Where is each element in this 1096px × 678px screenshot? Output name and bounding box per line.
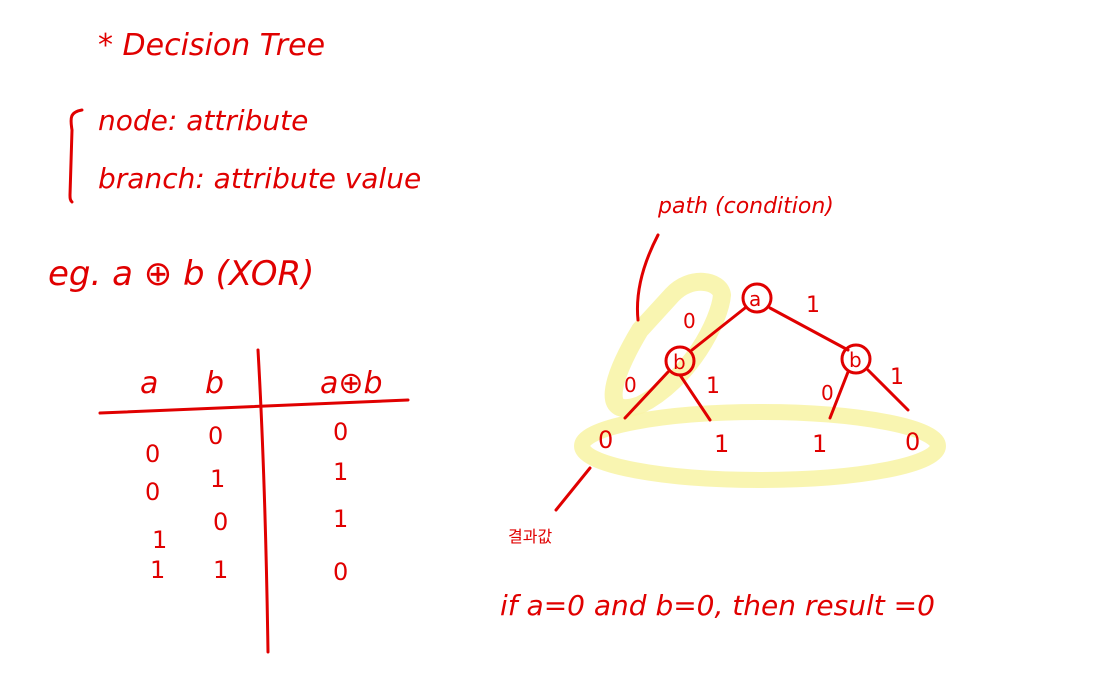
right-node [840, 343, 872, 375]
leaf-annotation: 결과값 [508, 527, 552, 546]
definition-brace [68, 108, 84, 204]
edge-label: 0 [683, 309, 696, 333]
tree-edge [623, 370, 670, 420]
leaves-highlight [574, 404, 946, 488]
right-node-label: b [849, 348, 862, 372]
tree-edge [828, 370, 850, 420]
table-cell: 0 [333, 558, 348, 586]
table-header-b: b [205, 366, 224, 401]
tree-edge [768, 306, 850, 352]
path-highlight [604, 272, 731, 418]
leaf-node: 1 [714, 430, 729, 458]
tree-edge [866, 368, 910, 412]
edge-label: 0 [624, 373, 637, 397]
left-node [664, 345, 696, 377]
leaf-node: 0 [598, 426, 613, 454]
table-cell: 0 [208, 422, 223, 450]
title-text: * Decision Tree [98, 28, 325, 63]
leaf-node: 0 [905, 428, 920, 456]
edge-label: 1 [806, 293, 820, 318]
table-cell: 0 [145, 440, 160, 468]
truth-table: a b a⊕b 0 0 0 0 1 1 1 0 1 1 1 0 [98, 348, 410, 654]
edge-label: 1 [706, 374, 720, 399]
table-header-xor: a⊕b [320, 366, 383, 401]
table-header-a: a [140, 366, 158, 401]
left-node-label: b [673, 350, 686, 374]
table-cell: 0 [145, 478, 160, 506]
root-node [741, 282, 773, 314]
table-cell: 1 [333, 505, 348, 533]
leaf-node: 1 [812, 430, 827, 458]
edge-label: 1 [890, 365, 904, 390]
table-cell: 1 [150, 556, 165, 584]
table-cell: 1 [213, 556, 228, 584]
condition-text: if a=0 and b=0, then result =0 [500, 589, 935, 622]
tree-edge [678, 373, 712, 422]
table-cell: 0 [333, 418, 348, 446]
table-column-rule [256, 348, 270, 654]
table-cell: 1 [210, 465, 225, 493]
example-text: eg. a ⊕ b (XOR) [48, 254, 314, 294]
path-annotation: path (condition) [657, 194, 834, 219]
table-header-rule [98, 398, 410, 415]
table-cell: 1 [152, 526, 167, 554]
branch-definition: branch: attribute value [98, 162, 421, 195]
node-definition: node: attribute [98, 104, 308, 137]
tree-edge [690, 306, 747, 352]
root-node-label: a [749, 287, 761, 311]
decision-tree: a 0 1 b 0 1 b 0 1 0 1 1 0 [598, 282, 920, 458]
table-cell: 0 [213, 508, 228, 536]
path-annotation-pointer [635, 233, 660, 322]
edge-label: 0 [821, 381, 834, 405]
leaf-annotation-pointer [554, 466, 592, 512]
table-cell: 1 [333, 458, 348, 486]
